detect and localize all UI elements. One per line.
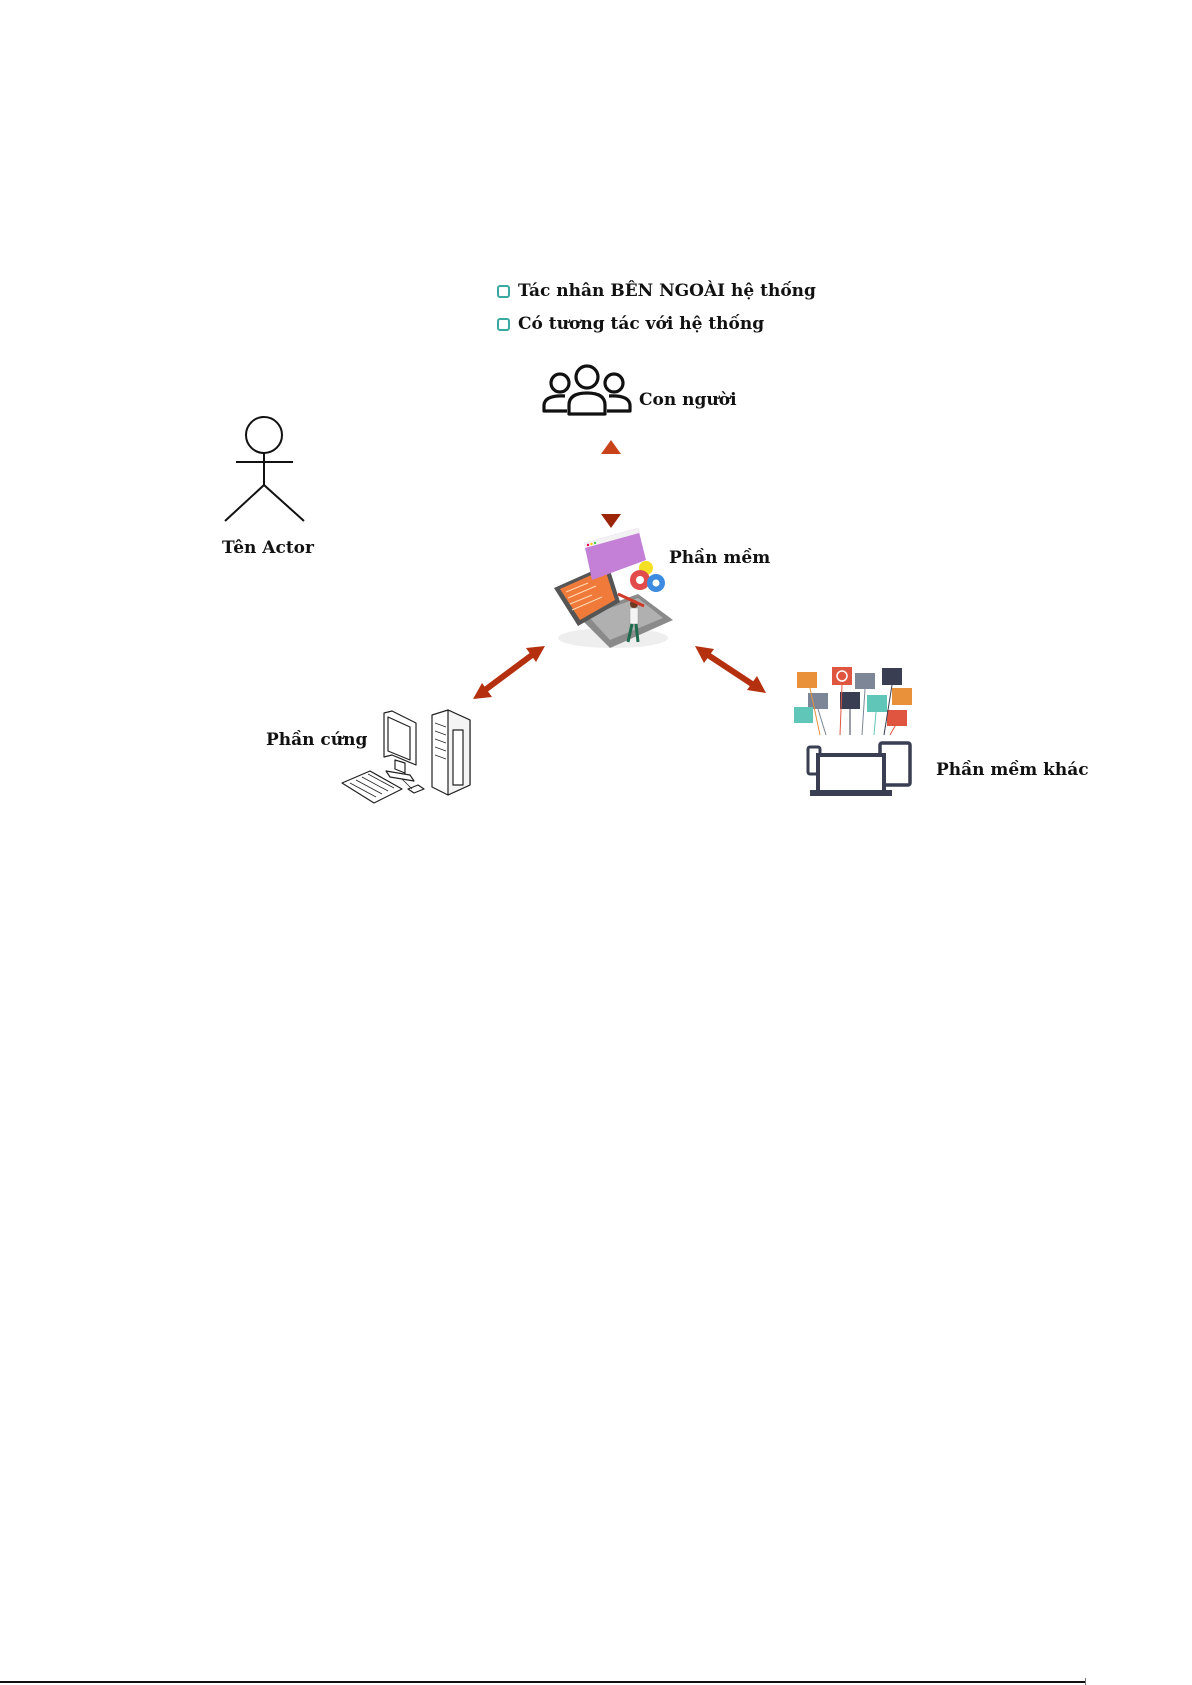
app-bubbles [794,667,912,736]
bullet-text: Có tương tác với hệ thống [518,314,765,334]
bullet-item-interacts: Có tương tác với hệ thống [497,314,764,334]
other-software-label: Phần mềm khác [936,760,1089,780]
arrow-software-other [695,646,766,693]
devices-apps-icon [794,667,912,796]
arrow-software-hardware [473,646,545,699]
hardware-label: Phần cứng [266,730,368,750]
actor-label: Tên Actor [222,538,314,558]
arrow-human-software [601,440,621,528]
bullet-item-external: Tác nhân BÊN NGOÀI hệ thống [497,281,816,301]
desktop-computer-icon [341,709,471,804]
software-label: Phần mềm [669,548,771,568]
stick-figure-icon [224,416,305,522]
arrows-layer [473,440,766,699]
checkbox-icon [497,284,510,298]
human-label: Con người [639,390,737,410]
page-bottom-rule [0,1681,1085,1683]
laptop-developer-icon [554,528,673,648]
people-group-icon [542,364,632,416]
page-bottom-tick [1085,1678,1086,1685]
bullet-text: Tác nhân BÊN NGOÀI hệ thống [518,281,816,301]
checkbox-icon [497,317,510,331]
